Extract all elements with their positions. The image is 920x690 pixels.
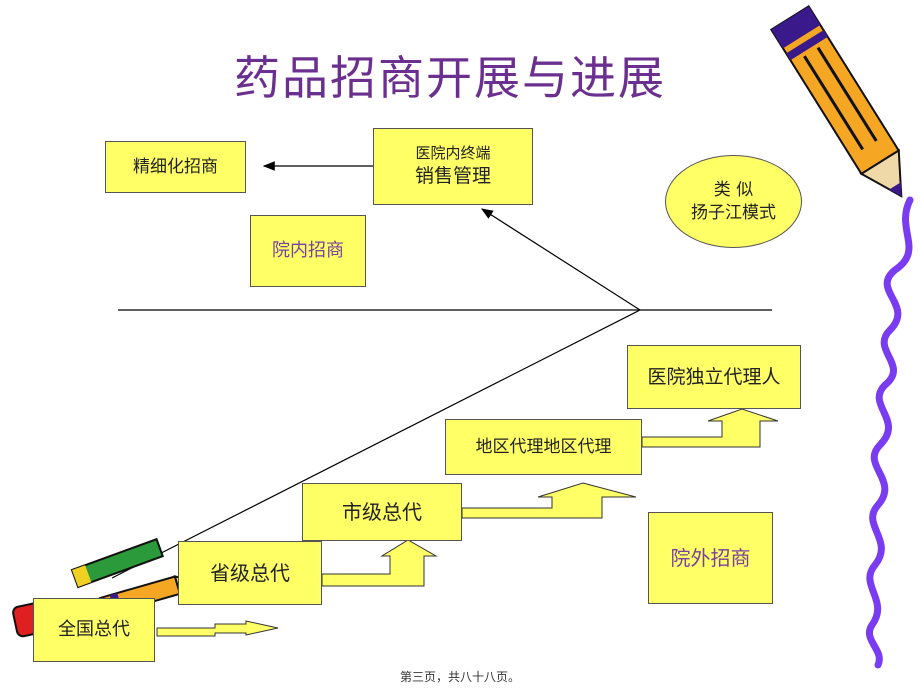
out-hospital-label: 院外招商 — [670, 546, 751, 570]
fine-investment-label: 精细化招商 — [133, 156, 218, 177]
hospital-terminal-line2: 销售管理 — [414, 164, 491, 187]
hospital-agent-box: 医院独立代理人 — [627, 345, 801, 409]
hospital-agent-label: 医院独立代理人 — [647, 365, 781, 388]
out-hospital-box: 院外招商 — [648, 512, 773, 604]
city-agent-box: 市级总代 — [302, 483, 462, 541]
regional-agent-box: 地区代理地区代理 — [445, 419, 642, 475]
in-hospital-label: 院内招商 — [272, 240, 344, 262]
provincial-agent-label: 省级总代 — [210, 561, 290, 585]
page-title: 药品招商开展与进展 — [234, 51, 666, 105]
step-arrow-4 — [641, 408, 779, 448]
city-agent-label: 市级总代 — [342, 500, 422, 524]
national-agent-label: 全国总代 — [58, 619, 130, 641]
hospital-terminal-line1: 医院内终端 — [415, 144, 491, 163]
hospital-terminal-box: 医院内终端 销售管理 — [373, 128, 533, 205]
growth-line — [111, 309, 641, 579]
ellipse-line1: 类 似 — [713, 179, 754, 200]
provincial-agent-box: 省级总代 — [178, 541, 322, 605]
in-hospital-box: 院内招商 — [250, 215, 366, 287]
yangtze-model-ellipse: 类 似 扬子江模式 — [665, 155, 802, 248]
arrow-up-to-terminal — [480, 208, 641, 311]
fine-investment-box: 精细化招商 — [105, 141, 246, 193]
ellipse-line2: 扬子江模式 — [691, 202, 776, 223]
page-footer: 第三页，共八十八页。 — [399, 670, 520, 684]
step-arrow-2 — [321, 539, 438, 587]
squiggle-decoration — [866, 196, 914, 669]
step-arrow-3 — [461, 482, 637, 519]
step-arrow-1 — [156, 620, 279, 637]
regional-agent-label: 地区代理地区代理 — [475, 436, 612, 457]
pencil-icon — [769, 4, 903, 198]
national-agent-box: 全国总代 — [33, 598, 155, 662]
